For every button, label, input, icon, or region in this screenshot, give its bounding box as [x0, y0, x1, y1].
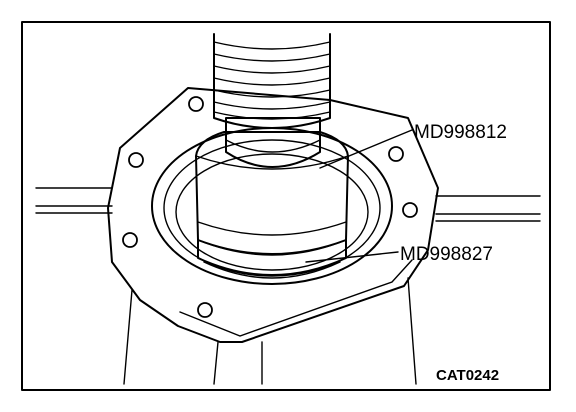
callout-label-lower: MD998827 — [400, 244, 493, 265]
installer-collar — [197, 239, 347, 279]
bolt-hole — [188, 96, 204, 112]
callout-label-upper: MD998812 — [414, 122, 507, 143]
figure-frame — [21, 21, 551, 391]
bolt-hole — [122, 232, 138, 248]
bolt-hole — [128, 152, 144, 168]
housing-legs — [123, 277, 417, 385]
installer-body — [195, 131, 349, 255]
flange-recess — [179, 259, 413, 337]
figure-id: CAT0242 — [436, 367, 499, 384]
bolt-holes — [122, 96, 418, 318]
housing-side-rails — [35, 187, 541, 222]
installer-neck — [225, 117, 321, 168]
flange-plate — [107, 87, 439, 343]
leader-line-upper — [319, 129, 413, 169]
leader-line-lower — [305, 251, 399, 263]
bolt-hole — [388, 146, 404, 162]
bolt-hole — [402, 202, 418, 218]
threaded-shaft — [213, 33, 331, 129]
bolt-hole — [197, 302, 213, 318]
